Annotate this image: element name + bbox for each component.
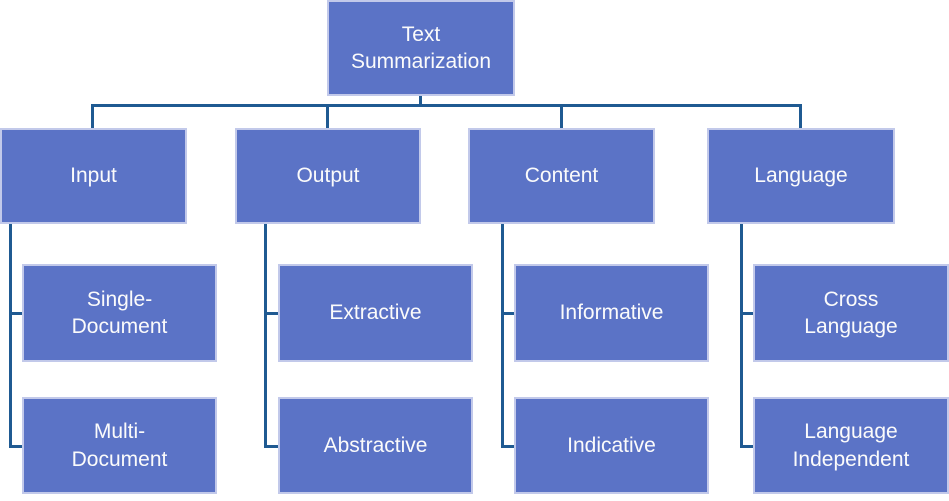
connector-stub-language-independent — [740, 445, 753, 448]
node-input: Input — [0, 128, 187, 224]
connector-stub-single-document — [9, 312, 22, 315]
connector-stub-multi-document — [9, 445, 22, 448]
node-informative: Informative — [514, 264, 709, 362]
connector-spine-output — [264, 224, 267, 448]
node-abstractive: Abstractive — [278, 397, 473, 494]
node-output: Output — [235, 128, 421, 224]
connector-stub-indicative — [501, 445, 514, 448]
node-cross-language: Cross Language — [753, 264, 949, 362]
connector-spine-content — [501, 224, 504, 448]
connector-distributor-line — [91, 104, 802, 107]
node-language-independent: Language Independent — [753, 397, 949, 494]
node-indicative: Indicative — [514, 397, 709, 494]
node-content: Content — [468, 128, 655, 224]
connector-spine-language — [740, 224, 743, 448]
connector-stub-extractive — [264, 312, 278, 315]
node-language: Language — [707, 128, 895, 224]
connector-stub-cross-language — [740, 312, 753, 315]
node-single-document: Single- Document — [22, 264, 217, 362]
node-multi-document: Multi- Document — [22, 397, 217, 494]
node-extractive: Extractive — [278, 264, 473, 362]
connector-drop-output — [326, 104, 329, 128]
connector-root-stub — [419, 95, 422, 106]
connector-stub-informative — [501, 312, 514, 315]
connector-drop-language — [799, 104, 802, 128]
node-text-summarization: Text Summarization — [327, 0, 515, 96]
connector-stub-abstractive — [264, 445, 278, 448]
connector-spine-input — [9, 224, 12, 448]
connector-drop-content — [560, 104, 563, 128]
connector-drop-input — [91, 104, 94, 128]
